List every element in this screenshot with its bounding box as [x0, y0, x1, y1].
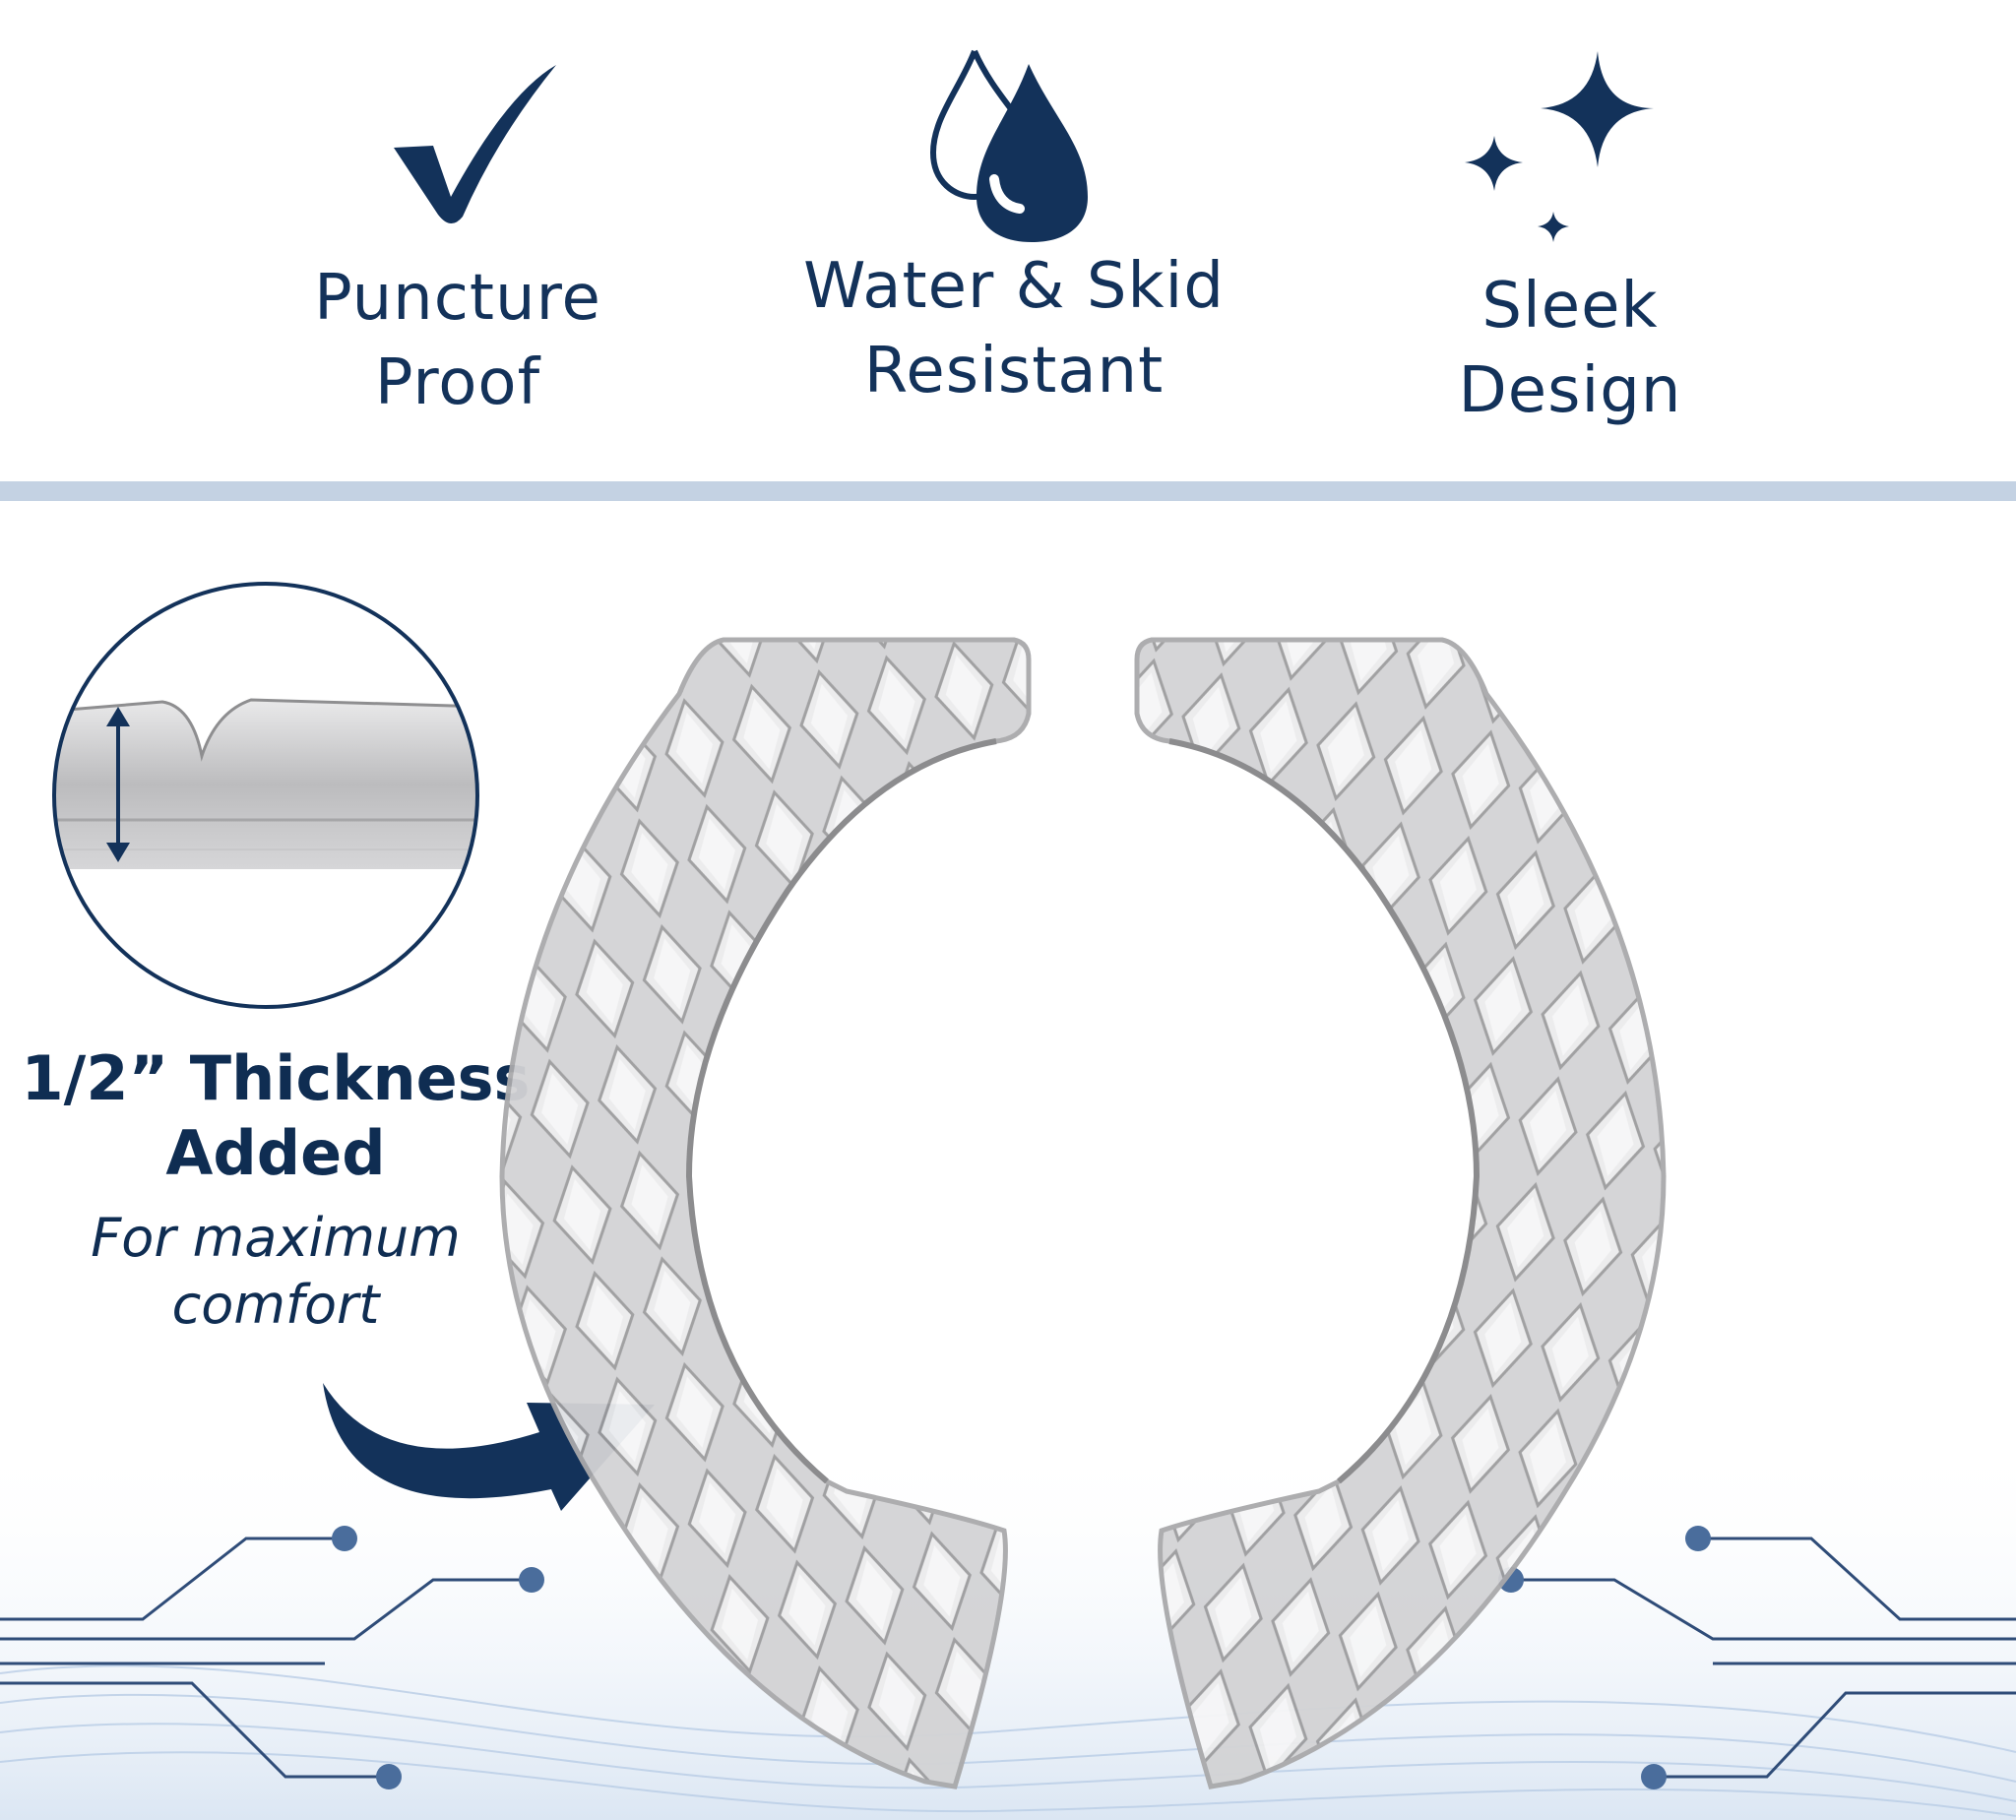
feature-label-line: Resistant: [863, 335, 1165, 408]
callout-headline: 1/2” Thickness Added: [15, 1041, 536, 1191]
callout-subline-line: For maximum: [91, 1207, 461, 1269]
feature-puncture-proof: Puncture Proof: [295, 49, 620, 425]
callout-subline-line: comfort: [171, 1274, 380, 1336]
feature-label-line: Water & Skid: [803, 250, 1225, 323]
callout-subline: For maximum comfort: [15, 1205, 536, 1339]
thickness-callout: 1/2” Thickness Added For maximum comfort: [15, 1041, 536, 1339]
feature-label-line: Proof: [374, 346, 541, 419]
section-divider: [0, 481, 2016, 501]
callout-headline-line: 1/2” Thickness: [21, 1042, 531, 1114]
callout-headline-line: Added: [165, 1117, 386, 1189]
checkmark-icon: [394, 65, 556, 224]
cushion-left-half: [499, 637, 1032, 1789]
water-drops-icon: [929, 49, 1088, 242]
feature-label-line: Sleek: [1481, 270, 1659, 343]
feature-label-line: Puncture: [314, 262, 601, 335]
gel-seat-cushion-image: [499, 637, 1667, 1789]
cushion-right-half: [1134, 637, 1667, 1789]
sparkles-icon: [1465, 51, 1654, 242]
feature-label-line: Design: [1458, 354, 1682, 427]
feature-sleek-design: Sleek Design: [1408, 49, 1732, 433]
feature-water-skid-resistant: Water & Skid Resistant: [788, 49, 1240, 413]
thickness-detail-inset: [52, 582, 479, 1009]
